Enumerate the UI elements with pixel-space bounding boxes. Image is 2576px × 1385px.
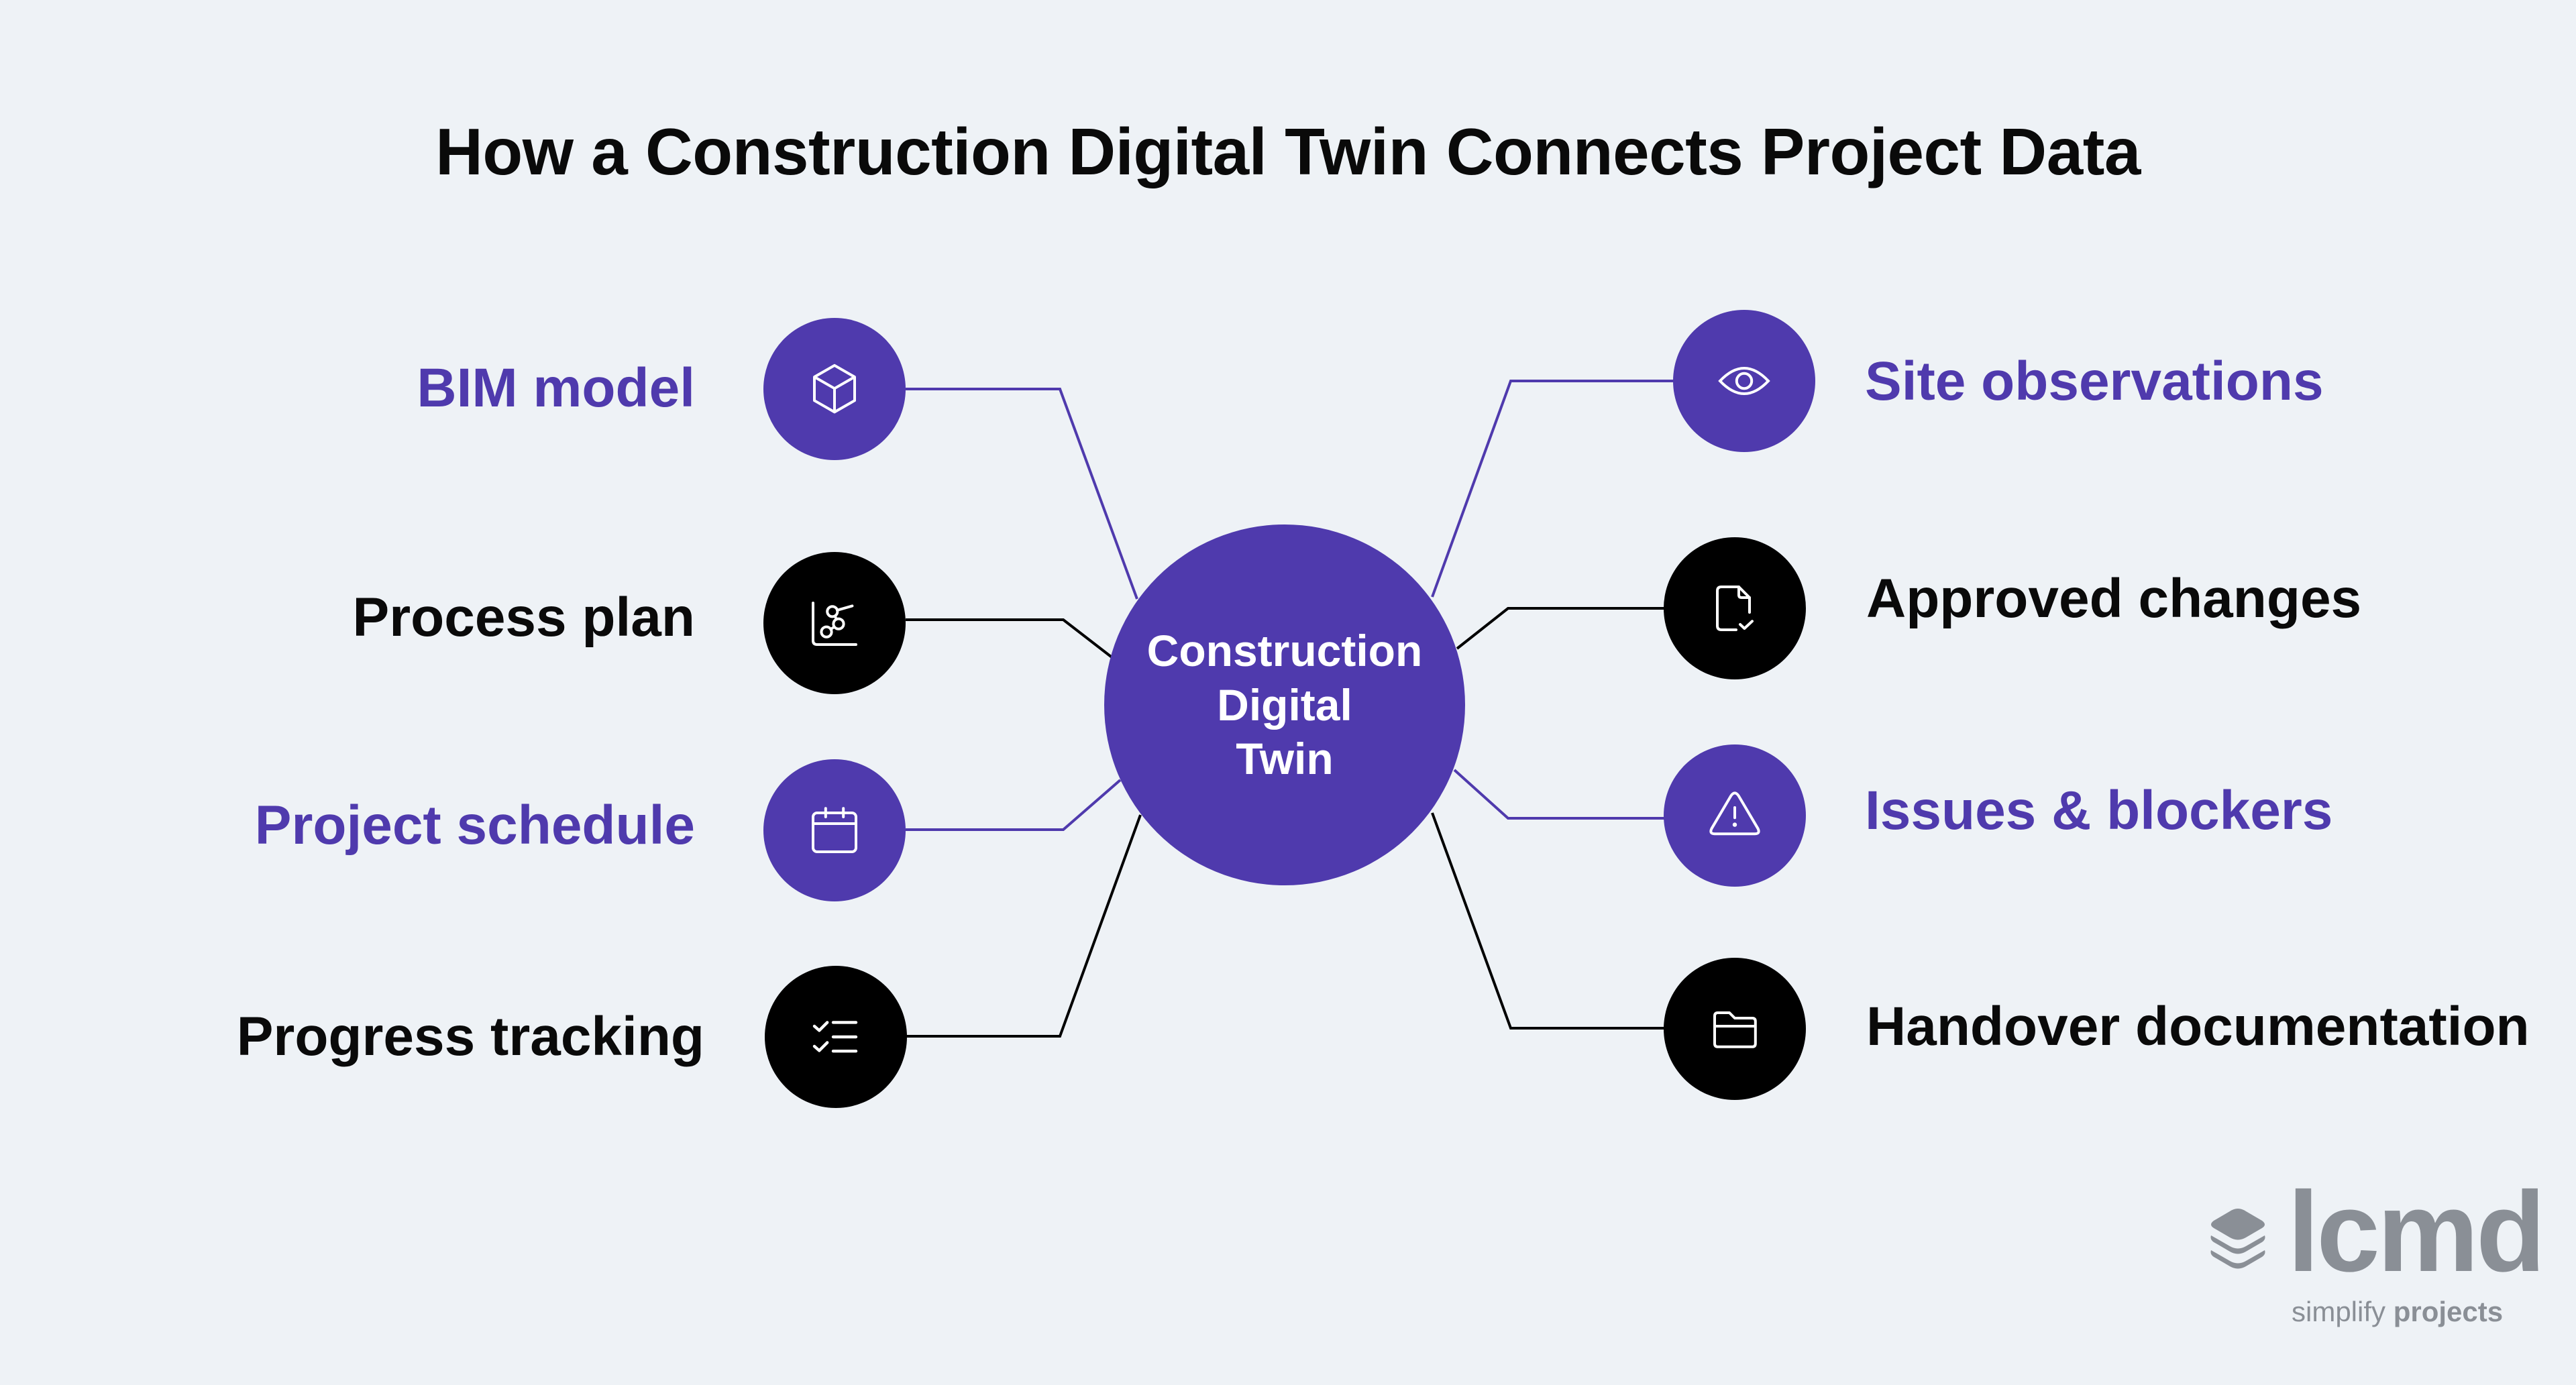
cube-icon [813, 364, 856, 414]
node-handover-documentation [1664, 958, 1806, 1100]
calendar-icon [812, 807, 857, 853]
connector-approved-changes [1456, 607, 1665, 650]
node-issues-blockers [1664, 744, 1806, 887]
label-approved-changes: Approved changes [1866, 568, 2362, 629]
label-progress-tracking: Progress tracking [236, 1006, 704, 1067]
hub-line-2: Digital [1217, 679, 1352, 730]
label-site-observations: Site observations [1865, 351, 2324, 412]
logo-tagline-light: simplify [2292, 1296, 2386, 1327]
page-title: How a Construction Digital Twin Connects… [435, 115, 2141, 188]
hub-line-3: Twin [1236, 734, 1334, 784]
connector-site-observations [1431, 380, 1674, 598]
label-project-schedule: Project schedule [254, 795, 695, 856]
node-process-plan [763, 552, 906, 694]
label-process-plan: Process plan [352, 587, 695, 648]
eye-icon [1718, 367, 1770, 395]
connector-progress-tracking [906, 814, 1142, 1038]
node-bim-model [763, 318, 906, 460]
logo-tagline: simplify projects [2292, 1296, 2503, 1328]
label-handover-documentation: Handover documentation [1866, 996, 2530, 1057]
connector-project-schedule [906, 779, 1122, 831]
node-approved-changes [1664, 537, 1806, 679]
hub-construction-digital-twin: Construction Digital Twin [1104, 524, 1465, 885]
label-issues-blockers: Issues & blockers [1865, 780, 2333, 841]
lcmd-logo: lcmd simplify projects [2194, 1175, 2546, 1335]
checklist-icon [812, 1021, 858, 1053]
document-check-icon [1716, 586, 1754, 631]
warning-triangle-icon [1709, 791, 1760, 836]
logo-tagline-bold: projects [2393, 1296, 2504, 1327]
connector-issues-blockers [1453, 769, 1665, 820]
node-progress-tracking [765, 966, 907, 1108]
connector-handover-documentation [1431, 812, 1665, 1030]
connector-process-plan [906, 618, 1115, 660]
hub-line-1: Construction [1146, 626, 1423, 676]
node-site-observations [1673, 310, 1815, 452]
stacked-layers-icon [2210, 1209, 2265, 1269]
connector-bim-model [906, 388, 1138, 600]
folder-icon [1713, 1011, 1757, 1048]
label-bim-model: BIM model [417, 357, 695, 419]
chart-nodes-icon [812, 602, 857, 646]
node-project-schedule [763, 759, 906, 901]
logo-wordmark: lcmd [2288, 1168, 2546, 1296]
